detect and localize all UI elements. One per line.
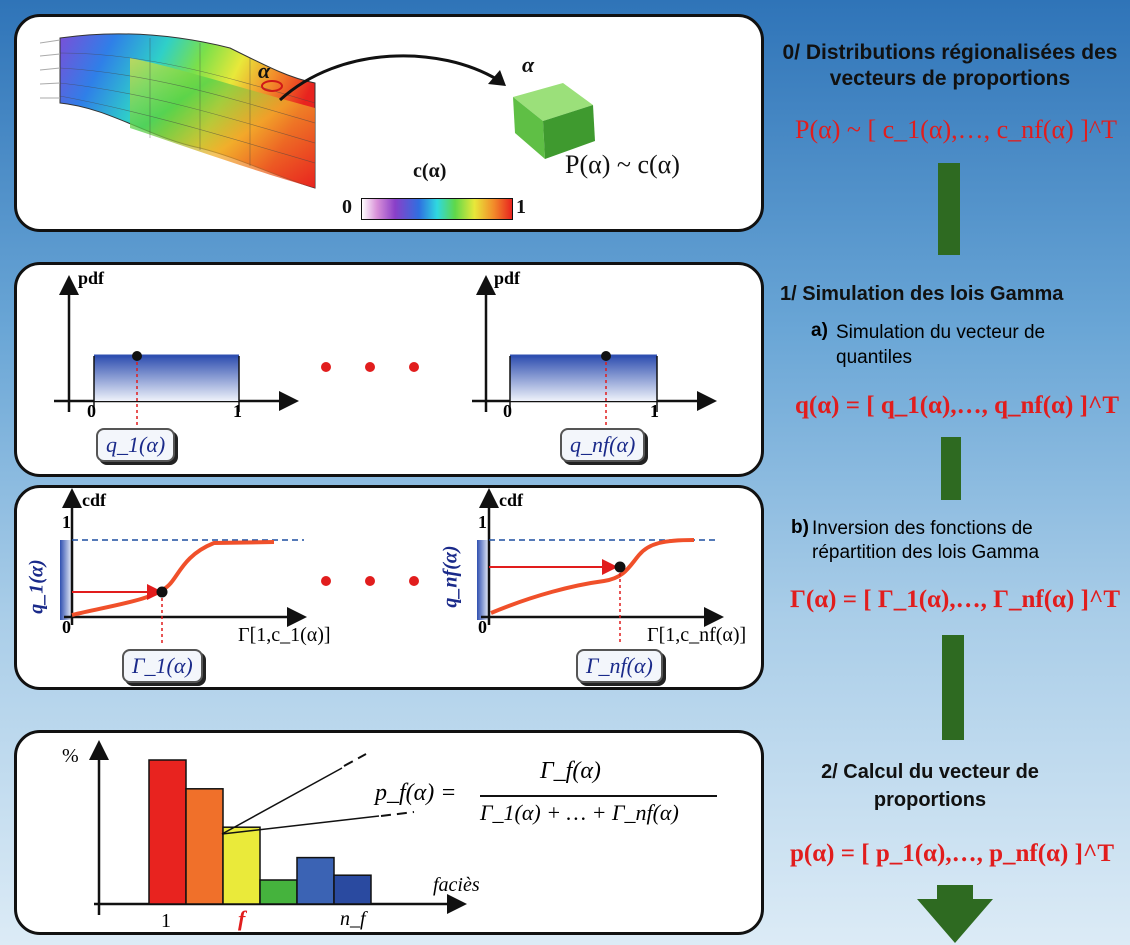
step1a-formula: q(α) = [ q_1(α),…, q_nf(α) ]^T <box>795 392 1120 419</box>
gamma1-box: Γ_1(α) <box>122 649 203 683</box>
q1-quantile-box: q_1(α) <box>96 428 176 462</box>
flow-bar-2 <box>942 635 964 740</box>
cdf-zero-left: 0 <box>62 617 71 637</box>
q1-vertical-label: q_1(α) <box>25 559 48 614</box>
flow-arrow-down <box>917 885 993 943</box>
colorbar-min: 0 <box>342 196 352 218</box>
step1b-label: b) <box>791 517 809 538</box>
facies-bar-2 <box>185 788 224 905</box>
cdf-plots <box>60 488 724 645</box>
bar-tick-1: 1 <box>161 910 171 932</box>
cell-cube <box>513 83 595 159</box>
proportions-bar-chart <box>89 740 467 915</box>
pdf-axis-label-1: pdf <box>78 268 105 288</box>
qnf-quantile-text: q_nf(α) <box>570 432 636 457</box>
pdf-tick-0-right: 0 <box>503 401 512 421</box>
facies-bar-5 <box>296 856 335 905</box>
qnf-vertical-label: q_nf(α) <box>439 545 462 608</box>
step0-formula: P(α) ~ [ c_1(α),…, c_nf(α) ]^T <box>795 115 1117 144</box>
pdf-plots <box>54 275 717 430</box>
facies-bar-3 <box>222 826 261 905</box>
bar-tick-f: f <box>238 906 246 931</box>
alpha-label-cell: α <box>522 52 535 77</box>
cdf-one-left: 1 <box>62 512 71 532</box>
gamma1-text: Γ_1(α) <box>132 653 193 678</box>
step1a-text: Simulation du vecteur de quantiles <box>836 322 1046 368</box>
gammanf-text: Γ_nf(α) <box>586 653 653 678</box>
pf-formula-numerator: Γ_f(α) <box>540 758 601 784</box>
cdf-zero-right: 0 <box>478 617 487 637</box>
cdf-axis-label-2: cdf <box>499 490 523 510</box>
step1b-text: Inversion des fonctions de répartition d… <box>812 518 1040 563</box>
pf-formula-fraction-bar <box>480 795 717 797</box>
step1b-formula: Γ(α) = [ Γ_1(α),…, Γ_nf(α) ]^T <box>790 586 1121 613</box>
cdf-xlabel-right: Γ[1,c_nf(α)] <box>647 624 747 646</box>
colorbar-label: c(α) <box>413 160 447 182</box>
flow-bar-0 <box>938 163 960 255</box>
pdf-tick-0-left: 0 <box>87 401 96 421</box>
facies-bar-6 <box>333 874 372 905</box>
bar-xlabel: faciès <box>433 874 480 896</box>
bar-ylabel: % <box>62 745 79 767</box>
step0-title: 0/ Distributions régionalisées des vecte… <box>782 41 1118 90</box>
step1a-label: a) <box>811 320 828 341</box>
step1-title: 1/ Simulation des lois Gamma <box>780 283 1064 305</box>
step2-title: 2/ Calcul du vecteur de proportions <box>821 761 1039 811</box>
qnf-quantile-box: q_nf(α) <box>560 428 646 462</box>
reservoir-block-illustration <box>40 33 316 189</box>
pdf-tick-1-right: 1 <box>650 401 659 421</box>
pf-formula-denominator: Γ_1(α) + … + Γ_nf(α) <box>480 800 679 825</box>
cdf-one-right: 1 <box>478 512 487 532</box>
bar-tick-nf: n_f <box>340 908 366 930</box>
q1-quantile-text: q_1(α) <box>106 432 166 457</box>
facies-bar-1 <box>148 759 187 905</box>
step2-formula: p(α) = [ p_1(α),…, p_nf(α) ]^T <box>790 840 1115 867</box>
colorbar-max: 1 <box>516 196 526 218</box>
flow-bar-1 <box>941 437 961 500</box>
panel-proportions-chart <box>14 730 764 935</box>
pdf-tick-1-left: 1 <box>233 401 242 421</box>
alpha-label-reservoir: α <box>258 58 271 83</box>
pdf-axis-label-2: pdf <box>494 268 521 288</box>
facies-bar-4 <box>259 879 298 905</box>
mapping-arrow <box>278 54 506 102</box>
gammanf-box: Γ_nf(α) <box>576 649 663 683</box>
cdf-axis-label-1: cdf <box>82 490 106 510</box>
colorbar <box>361 198 513 220</box>
pf-formula-lhs: p_f(α) = <box>375 780 457 806</box>
p-equiv-c-text: P(α) ~ c(α) <box>565 150 680 179</box>
cdf-xlabel-left: Γ[1,c_1(α)] <box>238 624 331 646</box>
